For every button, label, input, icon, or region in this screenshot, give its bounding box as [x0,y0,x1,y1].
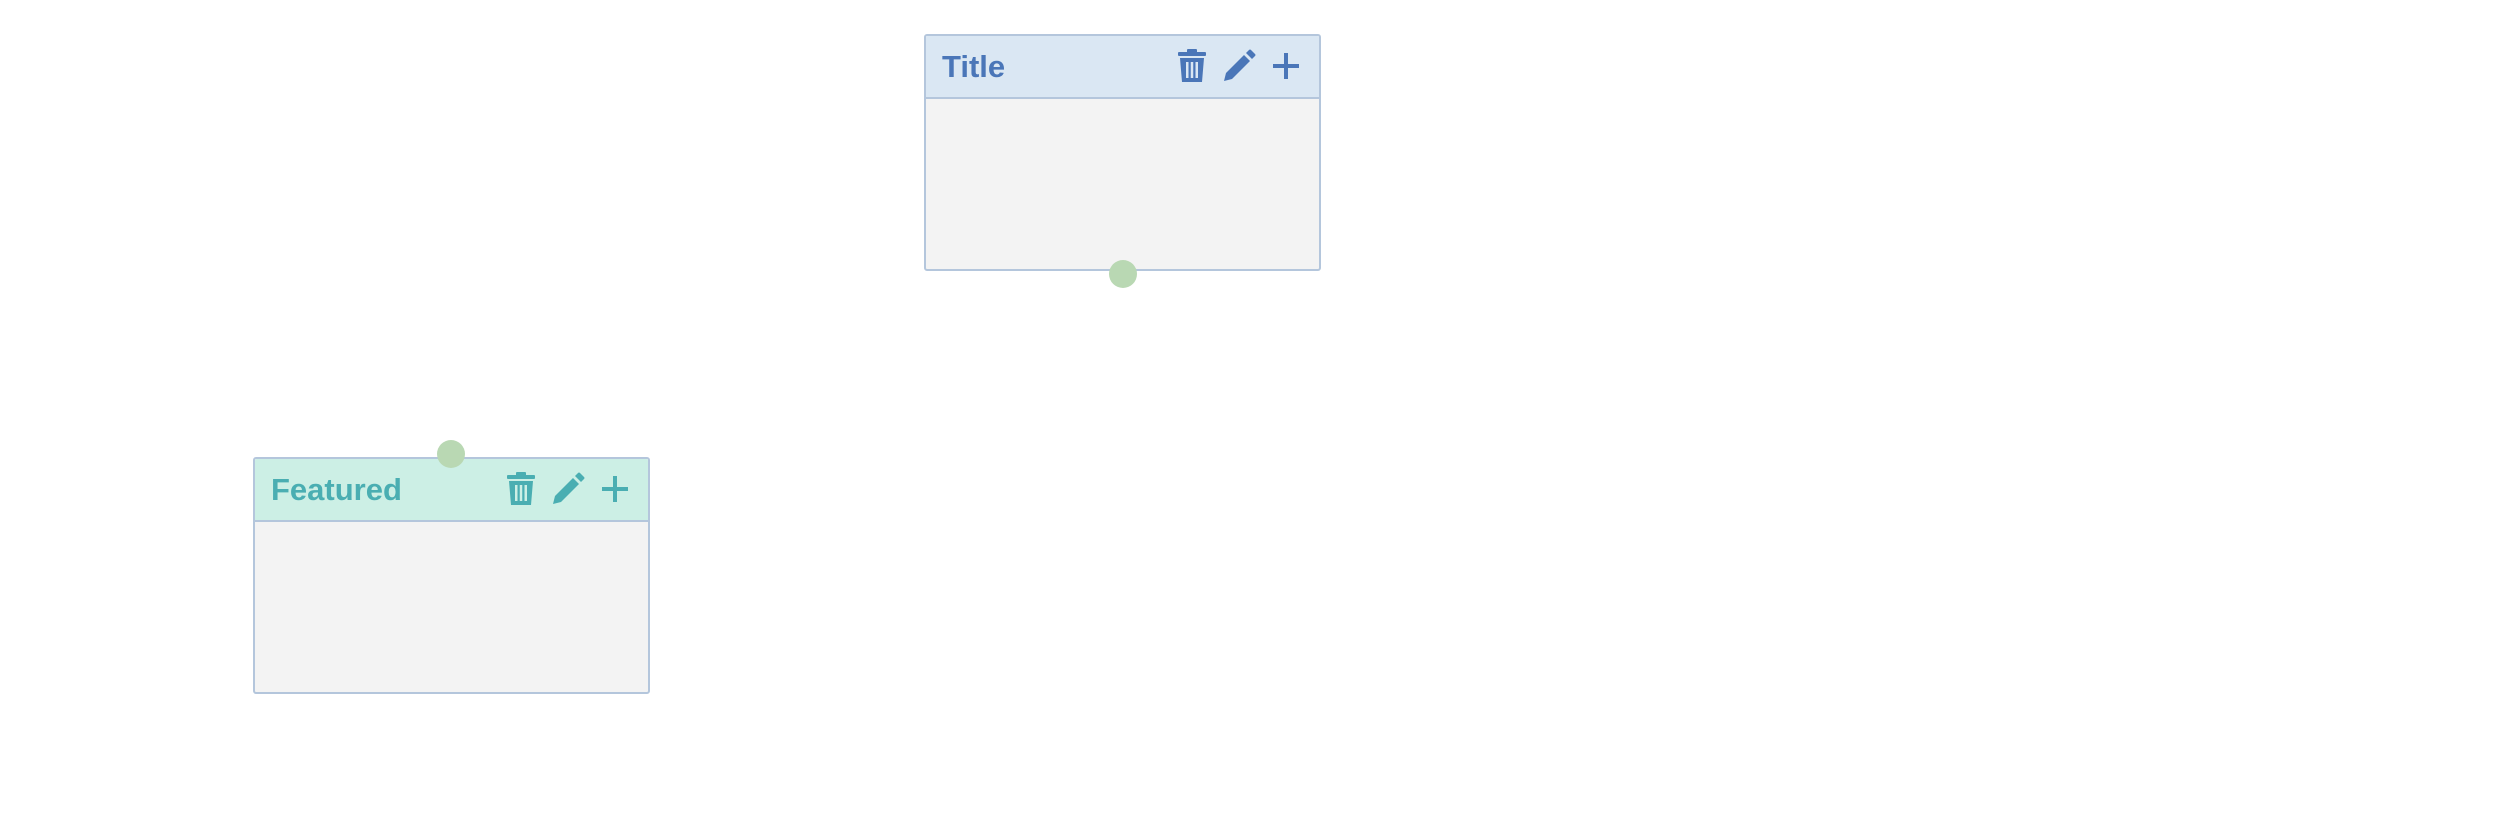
edit-button[interactable] [1219,46,1259,86]
node-actions [501,469,642,509]
trash-icon [507,472,535,505]
node-featured[interactable]: Featured [253,457,650,694]
node-title[interactable]: Title [924,34,1321,271]
delete-button[interactable] [501,469,541,509]
pencil-icon [1224,49,1256,81]
output-port[interactable] [1109,260,1137,288]
pencil-icon [553,472,585,504]
node-header[interactable]: Title [926,36,1319,99]
plus-icon [602,476,628,502]
node-label: Featured [271,472,402,507]
node-actions [1172,46,1313,86]
plus-icon [1273,53,1299,79]
input-port[interactable] [437,440,465,468]
node-header[interactable]: Featured [255,459,648,522]
add-button[interactable] [1266,46,1306,86]
add-button[interactable] [595,469,635,509]
trash-icon [1178,49,1206,82]
node-label: Title [942,49,1006,84]
edit-button[interactable] [548,469,588,509]
delete-button[interactable] [1172,46,1212,86]
